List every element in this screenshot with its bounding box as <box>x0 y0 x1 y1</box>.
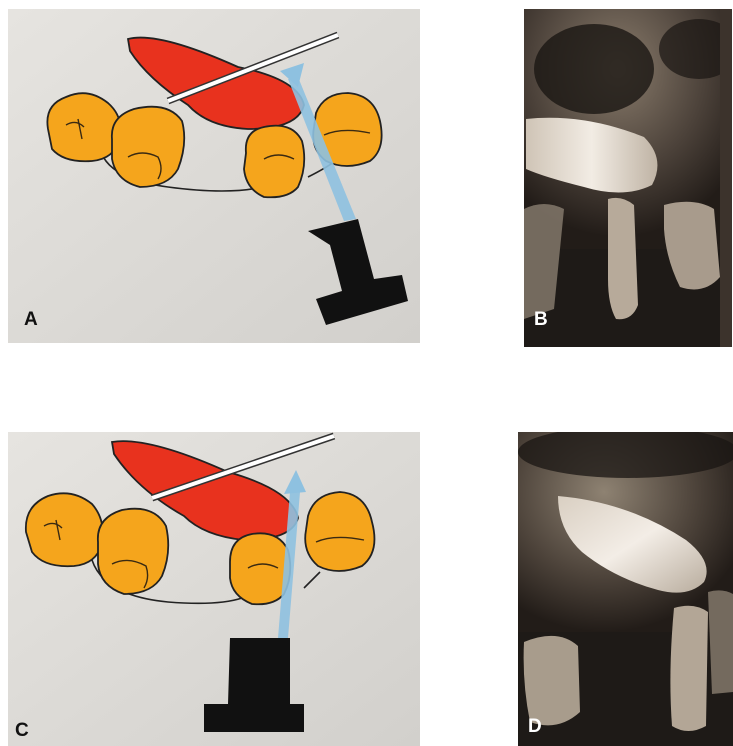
diagram-panel-c: C <box>8 432 420 746</box>
panel-label-a: A <box>24 309 38 331</box>
radiograph-panel-b: B <box>524 9 732 347</box>
diagram-panel-a: A <box>8 9 420 343</box>
tooth-left-molar-c <box>26 493 103 566</box>
tooth-right-premolar-c <box>230 533 290 604</box>
root-left <box>608 198 638 319</box>
panel-label-c: C <box>15 720 29 742</box>
tooth-left-premolar <box>112 107 184 187</box>
panel-label-d: D <box>528 716 542 738</box>
root-left-d <box>524 636 580 725</box>
radiograph-panel-d: D <box>518 432 733 746</box>
root-right-d <box>670 606 708 731</box>
tooth-right-premolar <box>244 126 304 198</box>
tooth-right-canine-c <box>305 492 374 571</box>
tooth-left-premolar-c <box>98 509 168 594</box>
panel-label-b: B <box>534 309 548 331</box>
